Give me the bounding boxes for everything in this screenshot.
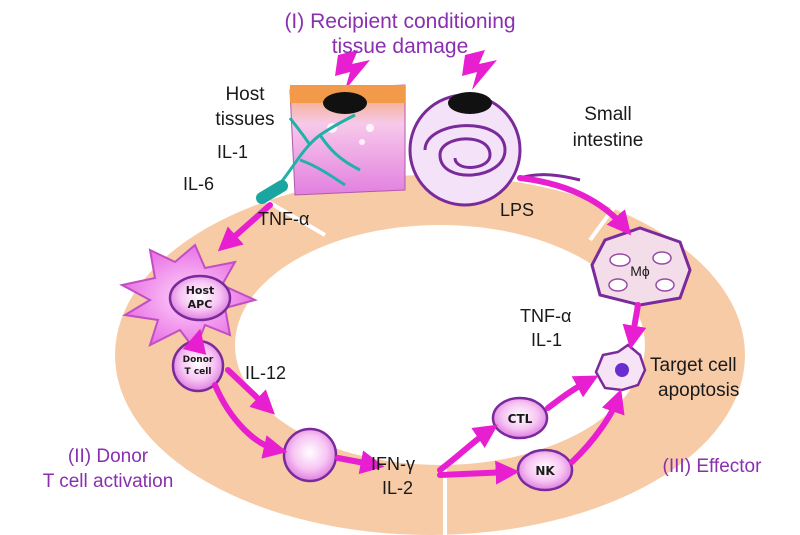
il1-label: IL-1 bbox=[217, 142, 248, 162]
tnf-alpha-right-label: TNF-α bbox=[520, 306, 571, 326]
host-tissue-block bbox=[256, 84, 406, 204]
host-tissues-label-2: tissues bbox=[215, 109, 274, 130]
small-intestine-label-1: Small bbox=[584, 104, 632, 125]
arrow-macrophage-to-target bbox=[622, 302, 647, 350]
host-apc-cell: Host APC bbox=[119, 243, 258, 353]
il12-label: IL-12 bbox=[245, 363, 286, 383]
arrow-ctl-to-target bbox=[545, 375, 599, 411]
donor-t-label-1: Donor bbox=[183, 355, 214, 365]
small-intestine-label-2: intestine bbox=[573, 130, 644, 151]
host-tissues-label-1: Host bbox=[225, 84, 265, 105]
target-cell bbox=[594, 343, 647, 392]
arrow-tissue-to-apc bbox=[217, 202, 273, 252]
phase-two-title-line2: T cell activation bbox=[43, 471, 174, 492]
pathway-arrows bbox=[182, 175, 647, 485]
lightning-bolt-icon bbox=[335, 50, 370, 90]
arrow-to-nk bbox=[437, 460, 520, 485]
arrow-il12 bbox=[225, 367, 275, 415]
activated-t-cell bbox=[282, 427, 338, 483]
tnf-alpha-label: TNF-α bbox=[258, 209, 309, 229]
phase-two-title-line1: (II) Donor bbox=[68, 446, 149, 467]
nk-cell: NK bbox=[516, 448, 574, 492]
ring-divider-right bbox=[588, 170, 642, 242]
phase-one-title-line1: (I) Recipient conditioning bbox=[284, 10, 515, 33]
lps-label: LPS bbox=[500, 200, 534, 220]
arrow-nk-to-target bbox=[569, 388, 625, 465]
il6-label: IL-6 bbox=[183, 174, 214, 194]
host-apc-label-2: APC bbox=[188, 298, 213, 311]
host-apc-label-1: Host bbox=[186, 284, 215, 297]
ctl-cell: CTL bbox=[491, 396, 549, 440]
donor-t-label-2: T cell bbox=[185, 367, 212, 377]
phase-three-title: (III) Effector bbox=[663, 456, 763, 477]
arrow-tcell-to-activated bbox=[212, 382, 288, 459]
target-cell-label-1: Target cell bbox=[650, 355, 737, 376]
phase-one-title-line2: tissue damage bbox=[332, 35, 469, 58]
arrow-intestine-to-macrophage bbox=[517, 175, 632, 236]
small-intestine-icon bbox=[408, 92, 581, 207]
ctl-label: CTL bbox=[508, 412, 533, 426]
arrow-apc-to-tcell bbox=[182, 328, 207, 355]
ifn-gamma-label: IFN-γ bbox=[371, 454, 415, 474]
macrophage-label: Mϕ bbox=[630, 263, 650, 279]
ring-divider-left bbox=[263, 198, 327, 237]
arrow-to-ctl bbox=[437, 424, 498, 473]
il2-label: IL-2 bbox=[382, 478, 413, 498]
nk-label: NK bbox=[535, 464, 555, 478]
lightning-bolt-icon bbox=[462, 50, 497, 90]
arrow-activated-to-ifn bbox=[335, 450, 385, 475]
macrophage-cell: Mϕ bbox=[590, 226, 692, 307]
target-cell-label-2: apoptosis bbox=[658, 380, 739, 401]
il1-right-label: IL-1 bbox=[531, 330, 562, 350]
